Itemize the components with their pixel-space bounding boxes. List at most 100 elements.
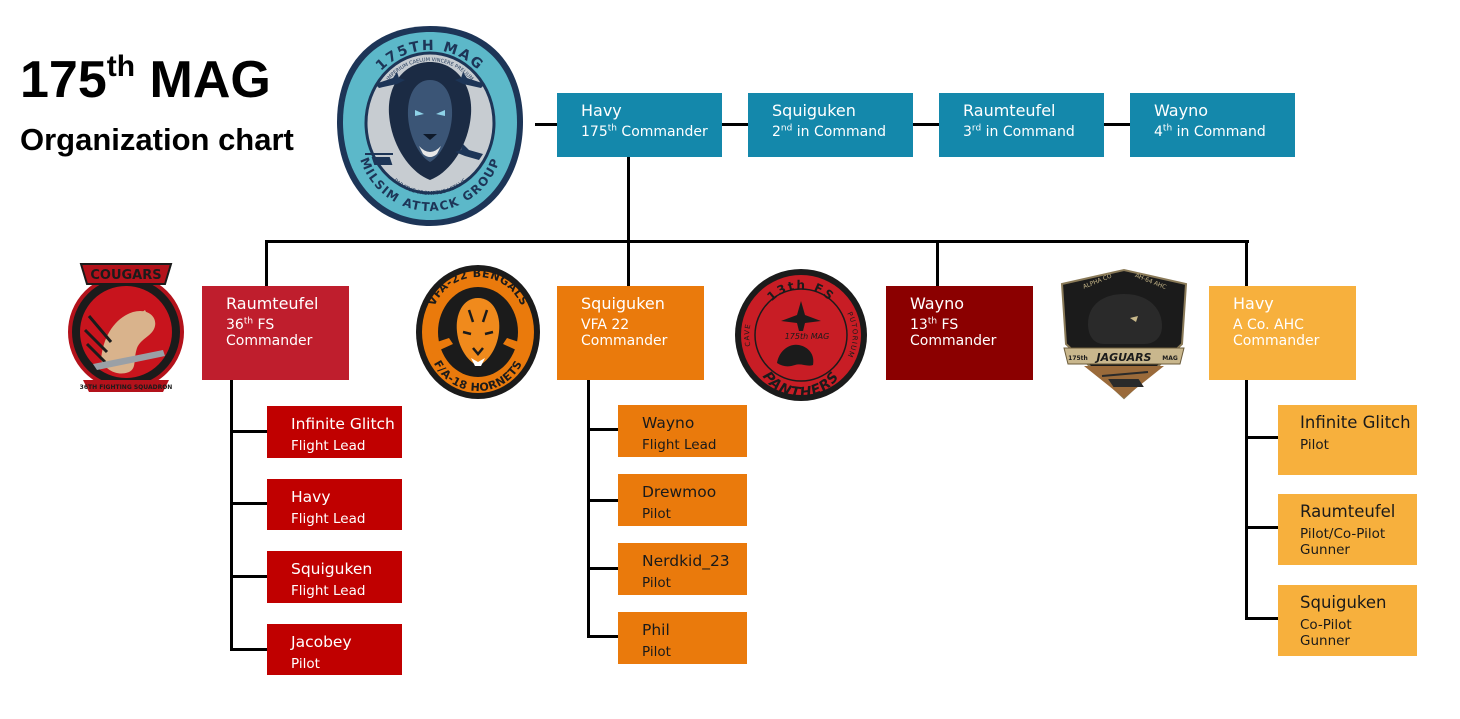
branch <box>230 430 268 433</box>
mag-emblem: 175TH MAG IMPERIUM CAELUM VINCERE PRELIU… <box>337 26 523 226</box>
command-box-4: Wayno 4th in Command <box>1130 93 1295 157</box>
emblem-text: 175th MAG <box>785 332 830 341</box>
member-box: Drewmoo Pilot <box>618 474 747 526</box>
node-name: Havy <box>1233 294 1274 313</box>
member-box: Squiguken Flight Lead <box>267 551 402 603</box>
tree-vfa22 <box>587 380 590 638</box>
branch <box>1245 436 1279 439</box>
branch <box>587 567 619 570</box>
emblem-text: COUGARS <box>90 268 161 283</box>
node-name: Raumteufel <box>226 294 319 313</box>
branch <box>587 499 619 502</box>
jet-icon <box>425 338 453 354</box>
trunk-line <box>627 155 630 244</box>
node-name: Raumteufel <box>1300 502 1396 521</box>
node-name: Squiguken <box>581 294 665 313</box>
drop-vfa22 <box>627 240 630 287</box>
member-box: Infinite Glitch Flight Lead <box>267 406 402 458</box>
branch <box>587 635 619 638</box>
node-name: Jacobey <box>291 633 352 651</box>
node-name: Squiguken <box>772 101 856 120</box>
tree-36fs <box>230 380 233 651</box>
node-name: Squiguken <box>1300 593 1387 612</box>
cougars-emblem: COUGARS 36TH FIGHTING SQUADRON <box>68 263 184 392</box>
panthers-emblem: 13th FS PANTHERS CAVE PUTORIUM 175th MAG <box>735 269 867 401</box>
branch <box>230 648 268 651</box>
member-box: Phil Pilot <box>618 612 747 664</box>
emblem-text: 175th <box>1068 355 1088 362</box>
jet-icon <box>93 350 165 370</box>
node-name: Raumteufel <box>963 101 1056 120</box>
tiger-icon <box>456 298 500 366</box>
jaguars-emblem: ALPHA CO AH-64 AHC 175th JAGUARS MAG <box>1060 268 1188 400</box>
branch <box>587 428 619 431</box>
node-role: 3rd in Command <box>963 123 1075 140</box>
drop-13fs <box>936 240 939 287</box>
node-name: Wayno <box>1154 101 1208 120</box>
node-name: Squiguken <box>291 560 373 578</box>
member-box: Infinite Glitch Pilot <box>1278 405 1417 475</box>
node-role: Flight Lead <box>291 511 366 527</box>
node-role: Co-Pilot Gunner <box>1300 617 1352 649</box>
helicopter-icon <box>365 153 393 165</box>
drop-ahc <box>1245 240 1248 287</box>
branch <box>1245 526 1279 529</box>
node-role: Pilot <box>642 644 671 660</box>
node-role: Flight Lead <box>291 583 366 599</box>
lion-icon <box>388 62 472 180</box>
node-name: Wayno <box>642 414 695 432</box>
node-role: Pilot <box>642 506 671 522</box>
member-box: Squiguken Co-Pilot Gunner <box>1278 585 1417 656</box>
helicopter-icon <box>1101 371 1149 387</box>
panther-icon <box>777 344 814 367</box>
jet-icon <box>455 144 483 160</box>
cougar-icon <box>101 310 156 374</box>
jaguar-icon <box>1088 294 1162 344</box>
unit-bus-line <box>265 240 1249 243</box>
member-box: Wayno Flight Lead <box>618 405 747 457</box>
node-role: Flight Lead <box>642 437 717 453</box>
node-name: Infinite Glitch <box>1300 413 1411 432</box>
drop-36fs <box>265 240 268 287</box>
node-role: Pilot <box>291 656 320 672</box>
command-connector <box>535 123 1295 126</box>
node-role: 4th in Command <box>1154 123 1266 140</box>
jet-icon <box>375 72 405 88</box>
node-name: Drewmoo <box>642 483 717 501</box>
member-box: Nerdkid_23 Pilot <box>618 543 747 595</box>
node-role: Flight Lead <box>291 438 366 454</box>
node-name: Infinite Glitch <box>291 415 395 433</box>
node-name: Havy <box>291 488 331 506</box>
branch <box>230 502 268 505</box>
branch <box>1245 617 1279 620</box>
node-name: Nerdkid_23 <box>642 552 730 570</box>
node-role: 2nd in Command <box>772 123 886 140</box>
member-box: Raumteufel Pilot/Co-Pilot Gunner <box>1278 494 1417 565</box>
node-name: Phil <box>642 621 670 639</box>
tree-ahc <box>1245 380 1248 620</box>
member-box: Havy Flight Lead <box>267 479 402 530</box>
emblem-text: MAG <box>1162 355 1178 362</box>
page-title: 175th MAG <box>20 50 271 109</box>
jet-icon <box>503 338 531 354</box>
command-box-3: Raumteufel 3rd in Command <box>939 93 1104 157</box>
jet-icon <box>455 72 485 88</box>
node-name: Havy <box>581 101 622 120</box>
node-role: 175th Commander <box>581 123 708 140</box>
emblem-text: JAGUARS <box>1095 351 1152 364</box>
command-box-2: Squiguken 2nd in Command <box>748 93 913 157</box>
command-box-1: Havy 175th Commander <box>557 93 722 157</box>
branch <box>230 575 268 578</box>
member-box: Jacobey Pilot <box>267 624 402 675</box>
node-name: Wayno <box>910 294 964 313</box>
node-role: Pilot/Co-Pilot Gunner <box>1300 526 1386 558</box>
node-role: Pilot <box>642 575 671 591</box>
